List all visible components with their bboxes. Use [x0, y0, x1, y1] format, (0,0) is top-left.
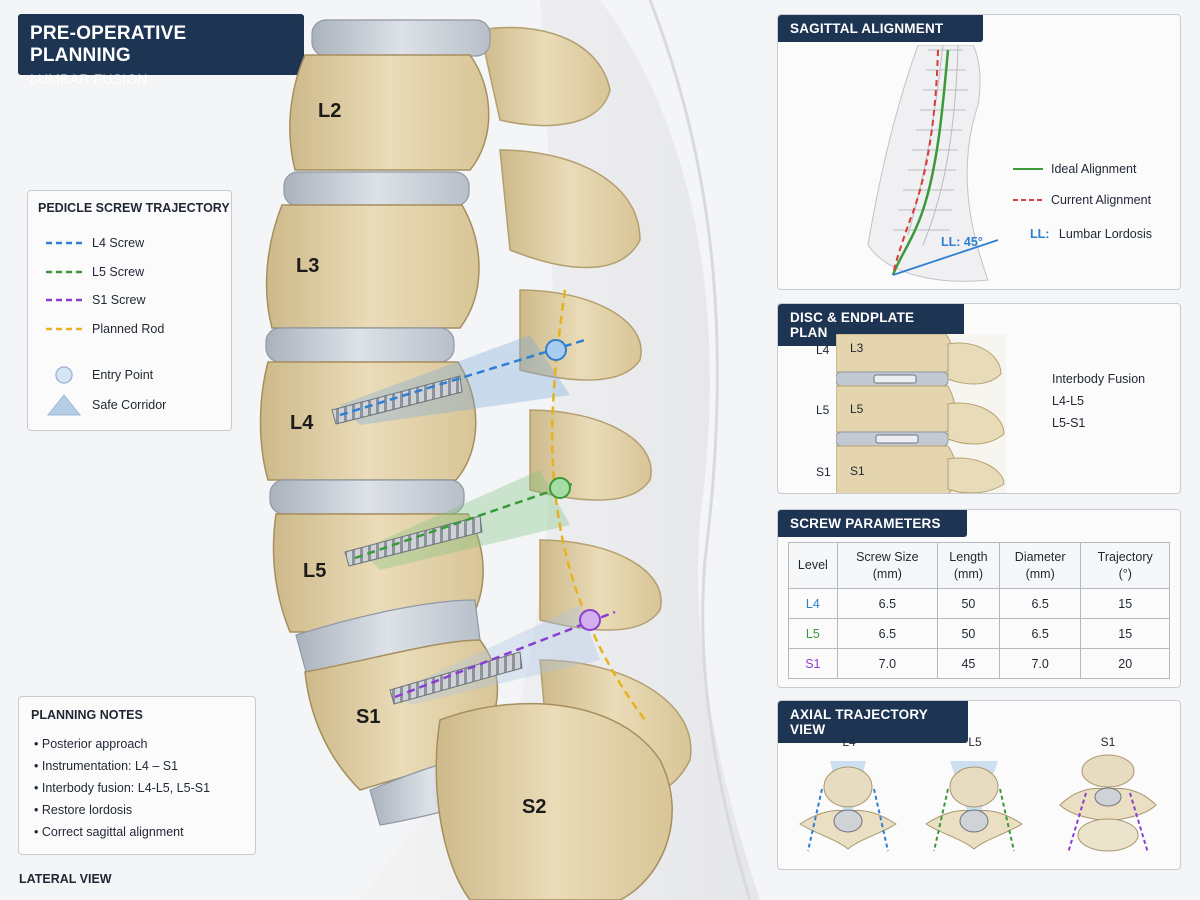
- note-item: • Interbody fusion: L4-L5, L5-S1: [34, 781, 211, 795]
- header-screw-size: Screw Size(mm): [836, 542, 938, 589]
- triangle-icon: [46, 394, 82, 416]
- label-l5: L5: [303, 560, 327, 582]
- header-length: Length(mm): [936, 542, 1000, 589]
- planning-notes: PLANNING NOTES • Posterior approach • In…: [18, 696, 256, 855]
- ll-angle-line: [892, 239, 999, 276]
- green-line-icon: [1013, 168, 1043, 170]
- axial-vertebra-l4: [799, 761, 897, 852]
- note-item: • Correct sagittal alignment: [34, 825, 184, 839]
- s1-entry-point: [579, 609, 601, 631]
- header-trajectory: Trajectory(°): [1080, 542, 1170, 589]
- screw-parameters-table: Level Screw Size(mm) Length(mm) Diameter…: [788, 542, 1170, 679]
- note-item: • Restore lordosis: [34, 803, 133, 817]
- screw-params-title: SCREW PARAMETERS: [778, 510, 967, 537]
- notes-title: PLANNING NOTES: [31, 708, 143, 722]
- table-header-row: Level Screw Size(mm) Length(mm) Diameter…: [788, 542, 1170, 589]
- sacrum-s2: [435, 702, 673, 900]
- s1-screw: [389, 651, 523, 705]
- note-item: • Instrumentation: L4 – S1: [34, 759, 179, 773]
- table-row: L4 6.5 50 6.5 15: [788, 588, 1170, 619]
- disc-notes: Interbody Fusion L4-L5 L5-S1: [1052, 372, 1146, 430]
- disc-inner-label-s1: S1: [850, 464, 865, 478]
- label-s2: S2: [522, 796, 547, 818]
- rod-dashed-line-icon: [46, 327, 82, 331]
- axial-title: AXIAL TRAJECTORY VIEW: [778, 701, 968, 743]
- legend-item-entry: Entry Point: [46, 365, 153, 385]
- l5-dashed-line-icon: [46, 270, 82, 274]
- sagittal-spine-diagram: [867, 45, 999, 282]
- ideal-alignment-line: [891, 49, 950, 276]
- l4-dashed-line-icon: [46, 241, 82, 245]
- legend-item-l4: L4 Screw: [46, 236, 144, 250]
- axial-view-l5: L5: [916, 735, 1034, 865]
- disc-label-s1: S1: [816, 465, 831, 479]
- l5-s1-cage: [875, 434, 919, 444]
- screw-parameters-panel: SCREW PARAMETERS Level Screw Size(mm) Le…: [777, 509, 1181, 688]
- sagittal-alignment-panel: SAGITTAL ALIGNMENT LL: 45° Ideal Alignme…: [777, 14, 1181, 290]
- disc-endplate-diagram: [836, 334, 1006, 493]
- disc-label-l5: L5: [816, 403, 830, 417]
- ideal-alignment-legend: Ideal Alignment: [1013, 162, 1136, 176]
- legend-title: PEDICLE SCREW TRAJECTORY: [38, 201, 230, 215]
- l4-l5-cage: [873, 374, 917, 384]
- header-diameter: Diameter(mm): [998, 542, 1082, 589]
- red-dashed-line-icon: [1013, 199, 1043, 201]
- label-l4: L4: [290, 412, 314, 434]
- page-title: PRE-OPERATIVE PLANNING: [30, 23, 187, 66]
- current-alignment-line: [892, 49, 939, 276]
- page-subtitle: LUMBAR FUSION: [30, 71, 148, 87]
- sagittal-title: SAGITTAL ALIGNMENT: [778, 15, 983, 42]
- lordosis-key: LL: Lumbar Lordosis: [1030, 227, 1153, 241]
- table-row: S1 7.0 45 7.0 20: [788, 648, 1170, 679]
- label-l2: L2: [318, 100, 342, 122]
- legend-item-corridor: Safe Corridor: [46, 394, 166, 416]
- l4-trajectory: [339, 338, 586, 417]
- view-label: LATERAL VIEW: [19, 872, 112, 886]
- table-row: L5 6.5 50 6.5 15: [788, 618, 1170, 649]
- legend-item-rod: Planned Rod: [46, 322, 164, 336]
- note-item: • Posterior approach: [34, 737, 148, 751]
- vertebra-l2: [289, 54, 490, 171]
- trajectory-legend: PEDICLE SCREW TRAJECTORY L4 Screw L5 Scr…: [27, 190, 232, 431]
- axial-view-l4: L4: [790, 735, 908, 865]
- s1-dashed-line-icon: [46, 298, 82, 302]
- s1-trajectory: [394, 610, 616, 699]
- disc-label-l4: L4: [816, 343, 830, 357]
- l5-entry-point: [549, 477, 571, 499]
- l5-screw: [344, 515, 483, 567]
- notes-list: • Posterior approach • Instrumentation: …: [34, 733, 210, 843]
- l4-entry-point: [545, 339, 567, 361]
- header-level: Level: [788, 542, 838, 589]
- label-s1: S1: [356, 706, 381, 728]
- axial-vertebra-l5: [925, 761, 1023, 852]
- disc-inner-label-l5: L5: [850, 402, 864, 416]
- vertebra-l3: [265, 204, 480, 329]
- legend-item-l5: L5 Screw: [46, 265, 144, 279]
- disc-inner-label-l3: L3: [850, 341, 864, 355]
- label-l3: L3: [296, 255, 320, 277]
- axial-trajectory-panel: AXIAL TRAJECTORY VIEW L4 L5 S1: [777, 700, 1181, 870]
- legend-item-s1: S1 Screw: [46, 293, 146, 307]
- axial-vertebra-s1: [1059, 754, 1157, 854]
- disc-endplate-panel: DISC & ENDPLATE PLAN L4 L5 S1 L3 L5 S1 I…: [777, 303, 1181, 494]
- title-block: PRE-OPERATIVE PLANNING LUMBAR FUSION: [18, 14, 304, 87]
- axial-view-s1: S1: [1046, 735, 1170, 865]
- ll-angle-label: LL: 45°: [941, 235, 983, 249]
- circle-icon: [55, 366, 73, 384]
- current-alignment-legend: Current Alignment: [1013, 193, 1151, 207]
